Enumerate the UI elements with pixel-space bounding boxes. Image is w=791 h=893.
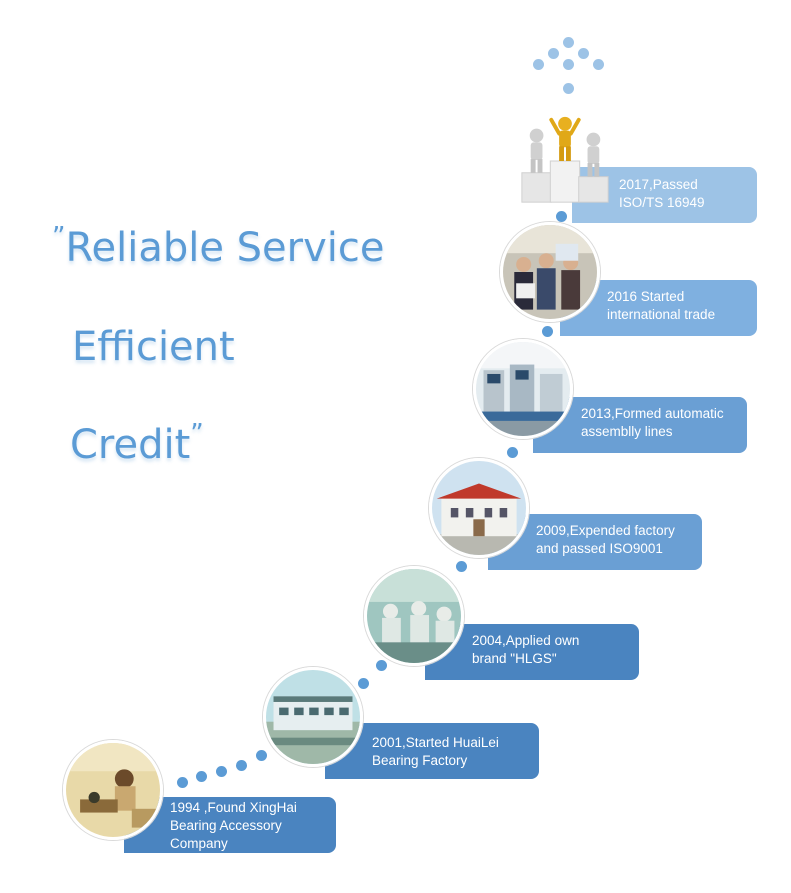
slogan-line-1: ”Reliable Service [52,224,385,271]
close-quote: ” [190,419,204,449]
slogan-text-3: Credit [70,422,191,468]
trade-show-photo [500,222,600,322]
milestone-line: brand "HLGS" [472,651,557,666]
factory-building-photo [263,667,363,767]
milestone-line: Bearing Factory [372,753,468,768]
assembly-line-photo [473,339,573,439]
slogan-line-3: Credit” [70,421,204,468]
milestone-line: Bearing Accessory [170,818,282,833]
milestone-line: international trade [607,307,716,322]
factory-gate-photo [429,458,529,558]
milestone-line: Company [170,836,228,851]
milestone-line: 2009,Expended factory [536,523,675,538]
milestone-line: ISO/TS 16949 [619,195,705,210]
open-quote: ” [52,222,66,252]
milestone-2001-label: 2001,Started HuaiLei Bearing Factory [325,723,539,779]
milestone-line: 2017,Passed [619,177,698,192]
milestone-line: 2016 Started [607,289,685,304]
milestone-line: 1994 ,Found XingHai [170,800,297,815]
slogan-text-1: Reliable Service [65,225,385,271]
workers-photo [364,566,464,666]
podium-winner-icon [516,112,614,210]
milestone-line: assemblly lines [581,424,673,439]
workshop-photo [63,740,163,840]
milestone-line: and passed ISO9001 [536,541,663,556]
milestone-2013-label: 2013,Formed automatic assemblly lines [533,397,747,453]
slogan-text-2: Efficient [72,324,235,370]
milestone-line: 2004,Applied own [472,633,580,648]
slogan-line-2: Efficient [72,327,235,367]
milestone-line: 2001,Started HuaiLei [372,735,499,750]
milestone-line: 2013,Formed automatic [581,406,724,421]
